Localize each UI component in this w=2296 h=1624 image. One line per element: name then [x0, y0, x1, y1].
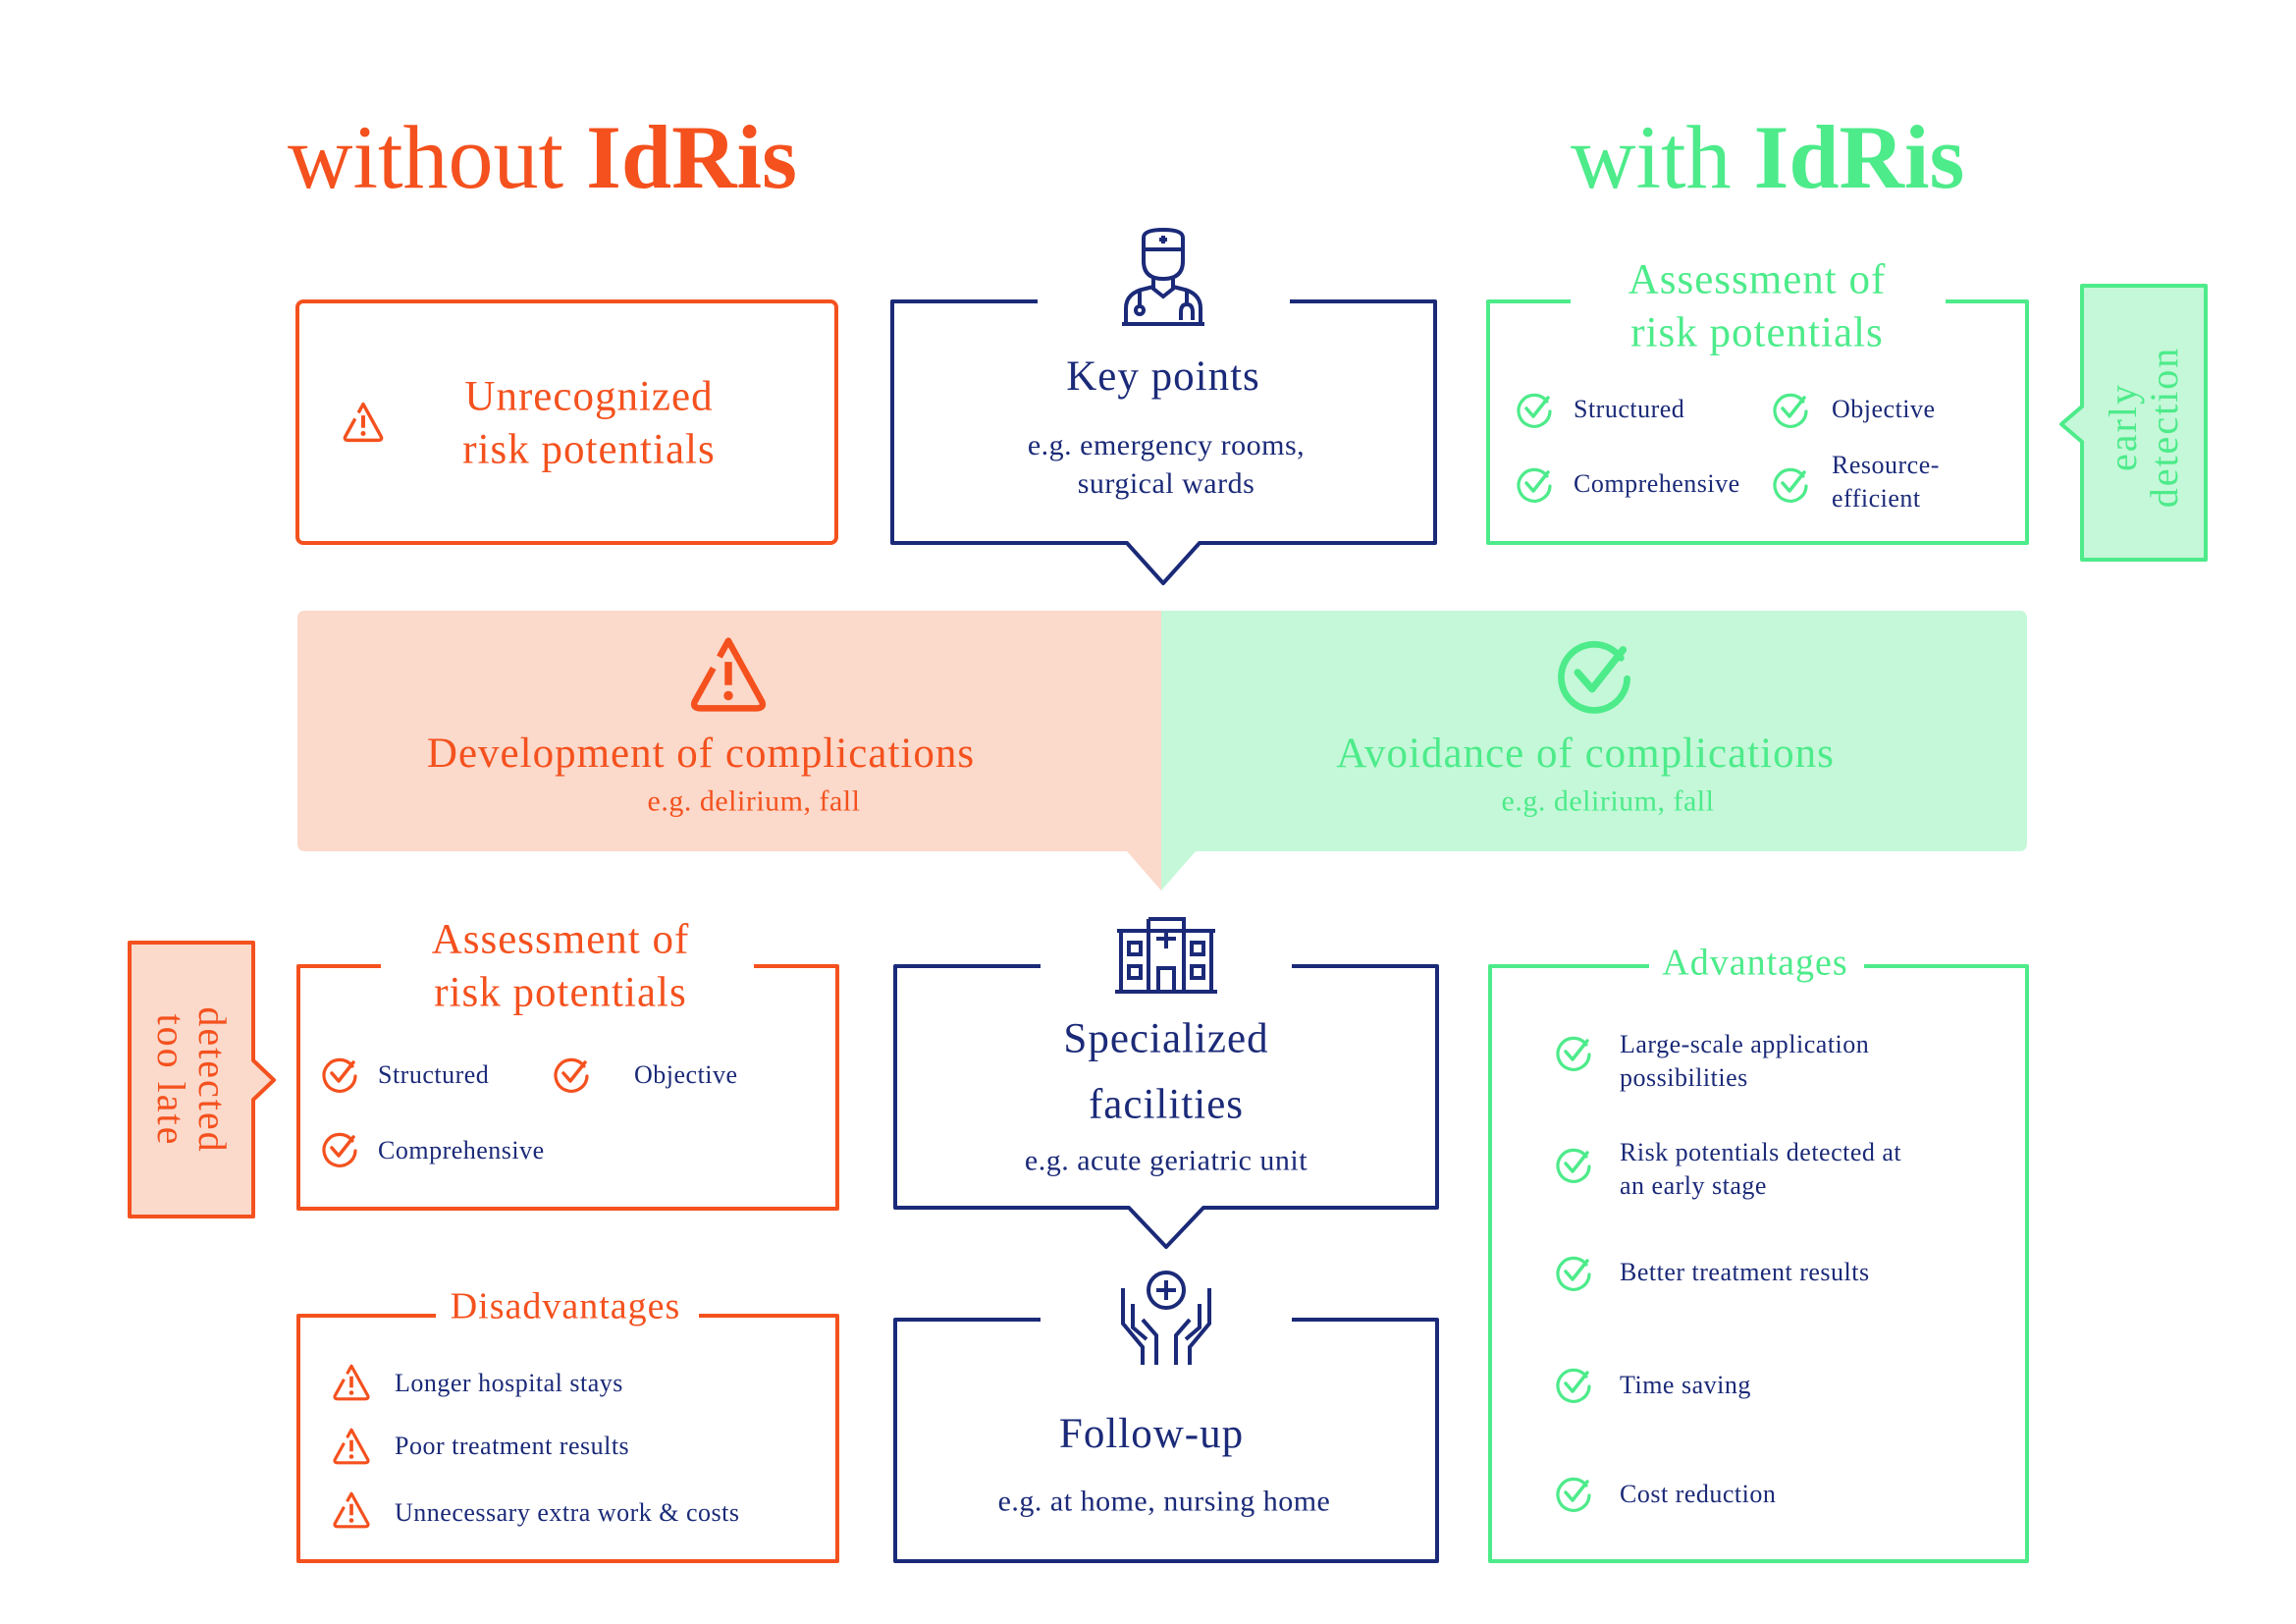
detected-too-late-tab[interactable] — [128, 941, 276, 1218]
specialized-line2: facilities — [1088, 1081, 1245, 1127]
warning-icon — [686, 632, 771, 717]
right-assessment-box — [1486, 299, 2029, 545]
check-icon — [320, 1129, 359, 1168]
left-assessment-title2: risk potentials — [434, 969, 687, 1015]
key-points-box — [890, 299, 1437, 585]
detected-too-late-line2: too late — [149, 1013, 193, 1147]
key-points-sub1: e.g. emergency rooms, — [1027, 429, 1306, 461]
unrecognized-label: Unrecognized risk potentials — [462, 370, 715, 476]
check-icon — [320, 1055, 359, 1094]
specialized-box — [893, 964, 1439, 1249]
advantage-item: Cost reduction — [1620, 1480, 1777, 1509]
care-hands-icon — [1121, 1271, 1211, 1365]
right-assessment-item-line2: efficient — [1832, 484, 1921, 513]
band-left-bg — [297, 611, 1161, 891]
warning-icon — [341, 400, 386, 445]
unrecognized-line1: Unrecognized — [464, 373, 714, 420]
disadvantages-title: Disadvantages — [450, 1285, 681, 1327]
hospital-icon — [1115, 917, 1217, 994]
left-assessment-box — [296, 964, 839, 1211]
title-without-brand: IdRis — [586, 107, 797, 207]
doctor-icon — [1122, 227, 1204, 326]
band-left-title: Development of complications — [426, 731, 976, 778]
disadvantage-item: Unnecessary extra work & costs — [395, 1498, 740, 1528]
advantages-title: Advantages — [1662, 942, 1848, 984]
right-assessment-item: Structured — [1574, 395, 1685, 424]
key-points-title: Key points — [1066, 353, 1260, 401]
title-without-prefix: without — [288, 107, 587, 207]
band-right-title: Avoidance of complications — [1336, 731, 1835, 778]
title-with-prefix: with — [1571, 107, 1754, 207]
advantage-item-line2: possibilities — [1620, 1063, 1748, 1092]
follow-up-box — [893, 1318, 1439, 1563]
title-with: with IdRis — [1571, 112, 1964, 202]
advantage-item-line1: Risk potentials detected at — [1620, 1138, 1902, 1167]
check-icon — [1554, 1033, 1593, 1072]
title-with-brand: IdRis — [1753, 107, 1965, 207]
detected-too-late-line1: detected — [190, 1006, 235, 1154]
right-assessment-title1: Assessment of — [1628, 256, 1887, 303]
specialized-line1: Specialized — [1063, 1015, 1269, 1062]
unrecognized-box — [295, 299, 838, 545]
band-right-bg — [1161, 611, 2027, 891]
right-assessment-item: Resource-efficient — [1832, 449, 1940, 515]
disadvantage-item: Longer hospital stays — [395, 1369, 623, 1398]
check-icon — [1554, 1365, 1593, 1404]
advantage-item: Better treatment results — [1620, 1258, 1870, 1287]
left-assessment-item: Comprehensive — [378, 1136, 545, 1165]
title-without: without IdRis — [288, 112, 797, 202]
specialized-title: Specialized facilities — [1063, 1006, 1268, 1137]
check-circle-icon — [1553, 633, 1635, 716]
check-icon — [1515, 464, 1554, 504]
disadvantages-box — [296, 1314, 839, 1563]
advantage-item: Risk potentials detected at an early stag… — [1620, 1136, 1901, 1203]
check-icon — [1771, 464, 1810, 504]
unrecognized-line2: risk potentials — [462, 426, 716, 472]
advantage-item-line2: an early stage — [1620, 1171, 1767, 1200]
right-assessment-item: Comprehensive — [1574, 469, 1740, 499]
left-assessment-title1: Assessment of — [431, 916, 690, 963]
right-assessment-title2: risk potentials — [1630, 309, 1884, 355]
left-assessment-item: Objective — [634, 1060, 738, 1090]
advantages-box — [1488, 964, 2029, 1563]
warning-icon — [331, 1362, 372, 1403]
band-right-sub: e.g. delirium, fall — [1501, 785, 1715, 818]
warning-icon — [331, 1489, 372, 1531]
check-icon — [1554, 1253, 1593, 1292]
check-icon — [1771, 390, 1810, 429]
check-icon — [1554, 1145, 1593, 1184]
left-assessment-title: Assessment of risk potentials — [432, 913, 690, 1019]
follow-up-title: Follow-up — [1058, 1411, 1245, 1458]
left-assessment-item: Structured — [378, 1060, 490, 1090]
warning-icon — [331, 1426, 372, 1467]
right-assessment-item-line1: Resource- — [1832, 451, 1940, 480]
key-points-sub2: surgical wards — [1077, 467, 1255, 500]
advantage-item: Large-scale application possibilities — [1620, 1028, 1869, 1095]
check-icon — [552, 1055, 591, 1094]
key-points-sub: e.g. emergency rooms, surgical wards — [1028, 426, 1305, 503]
check-icon — [1515, 390, 1554, 429]
early-detection-line2: detection — [2142, 346, 2186, 509]
check-icon — [1554, 1474, 1593, 1513]
follow-up-sub: e.g. at home, nursing home — [997, 1485, 1331, 1518]
early-detection-tab[interactable] — [2059, 284, 2208, 562]
disadvantage-item: Poor treatment results — [395, 1432, 630, 1461]
specialized-sub: e.g. acute geriatric unit — [1024, 1144, 1308, 1177]
advantage-item: Time saving — [1620, 1371, 1751, 1400]
band-left-sub: e.g. delirium, fall — [647, 785, 861, 818]
early-detection-line1: early — [2101, 383, 2145, 471]
advantage-item-line1: Large-scale application — [1620, 1030, 1870, 1059]
right-assessment-item: Objective — [1832, 395, 1936, 424]
right-assessment-title: Assessment of risk potentials — [1629, 253, 1887, 359]
